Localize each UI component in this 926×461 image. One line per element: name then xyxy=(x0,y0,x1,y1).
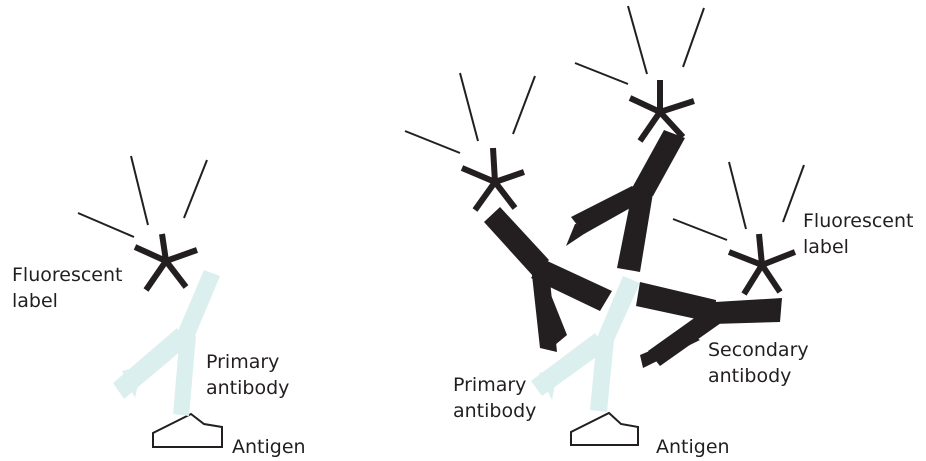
right-primary-antibody-arm-right xyxy=(596,276,640,345)
left-primary-antibody-line1: Primary xyxy=(206,349,289,375)
right-fluorescent-label-star-3 xyxy=(729,234,795,294)
right-secondary-antibody-text: Secondary antibody xyxy=(708,337,809,389)
right-secondary-antibody-line2: antibody xyxy=(708,363,809,389)
left-emission-rays xyxy=(78,156,207,237)
left-primary-antibody xyxy=(113,270,220,416)
left-antigen-text: Antigen xyxy=(232,434,306,460)
right-primary-antibody-text: Primary antibody xyxy=(453,372,536,424)
left-fluorescent-label-text: Fluorescent label xyxy=(12,262,122,314)
right-fluorescent-label-line1: Fluorescent xyxy=(803,208,913,234)
left-fluorescent-label-star xyxy=(135,234,197,290)
right-primary-antibody-line1: Primary xyxy=(453,372,536,398)
right-fluorescent-label-star-2 xyxy=(630,80,694,141)
left-fluorescent-label-line2: label xyxy=(12,288,122,314)
left-antigen-shape xyxy=(153,414,222,447)
right-secondary-antibody-line1: Secondary xyxy=(708,337,809,363)
right-primary-antibody-line2: antibody xyxy=(453,398,536,424)
secondary-antibody-b xyxy=(566,130,685,272)
right-emission-rays-2 xyxy=(575,6,704,84)
right-emission-rays-1 xyxy=(405,73,535,153)
right-fluorescent-label-text: Fluorescent label xyxy=(803,208,913,260)
right-fluorescent-label-line2: label xyxy=(803,234,913,260)
secondary-antibody-b-notch xyxy=(566,224,596,246)
right-antigen-shape xyxy=(571,413,638,445)
right-antigen-text: Antigen xyxy=(656,434,730,460)
right-fluorescent-label-star-1 xyxy=(462,148,524,210)
left-primary-antibody-line2: antibody xyxy=(206,375,289,401)
right-emission-rays-3 xyxy=(673,162,804,240)
left-fluorescent-label-line1: Fluorescent xyxy=(12,262,122,288)
left-primary-antibody-text: Primary antibody xyxy=(206,349,289,401)
